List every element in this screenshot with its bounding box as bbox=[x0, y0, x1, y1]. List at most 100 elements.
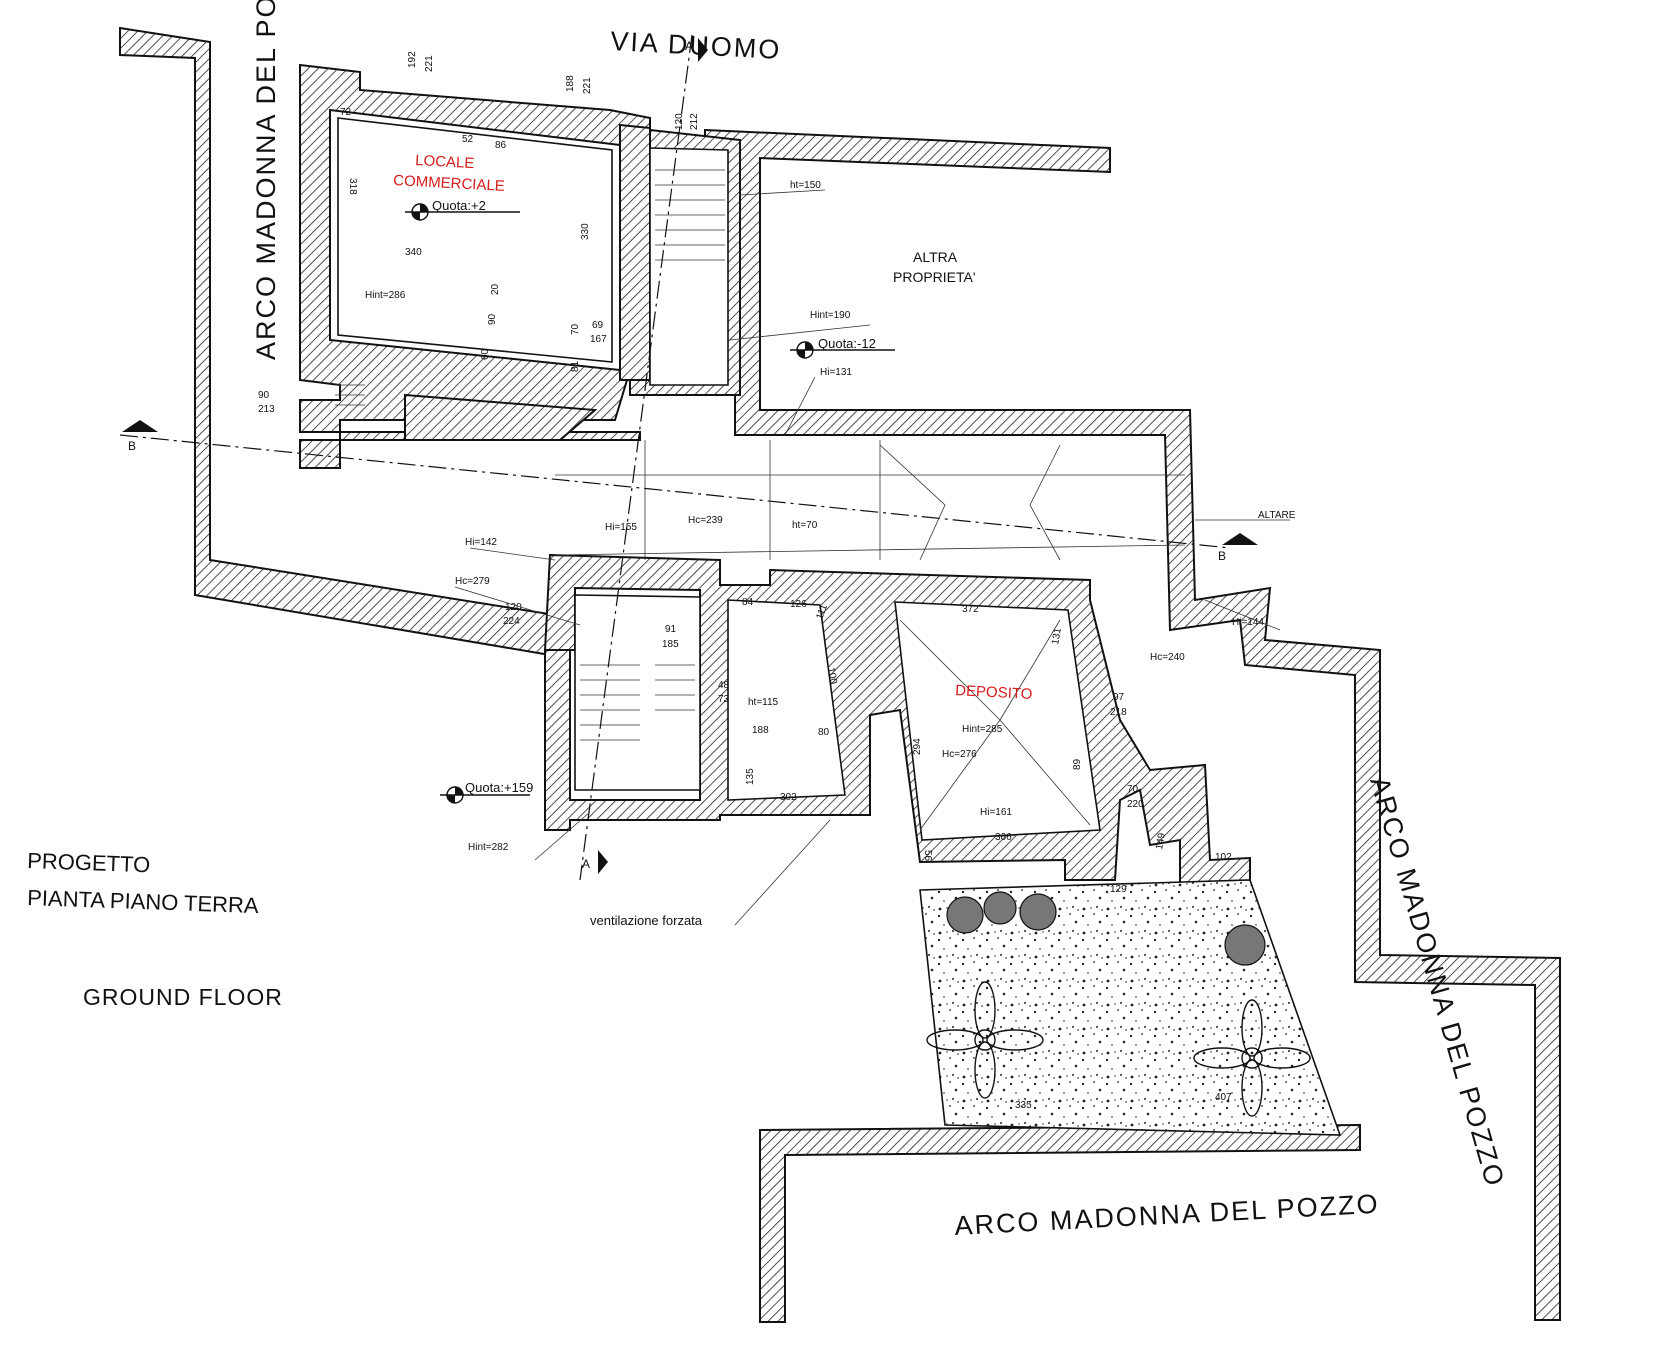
room-label-locale-1: LOCALE bbox=[415, 152, 475, 172]
dim-52: 52 bbox=[462, 134, 474, 145]
height-hint190: Hint=190 bbox=[810, 310, 851, 321]
level-marker-mid bbox=[790, 341, 895, 359]
quota-bottom: Quota:+159 bbox=[465, 780, 533, 795]
label-altra-2: PROPRIETA' bbox=[893, 269, 976, 285]
note-ventilazione: ventilazione forzata bbox=[590, 913, 703, 928]
entry-ramp-wall bbox=[404, 393, 598, 441]
dim-20: 20 bbox=[490, 283, 501, 295]
street-via-duomo: VIA DUOMO bbox=[610, 26, 782, 65]
section-arrow-b-left bbox=[122, 420, 158, 432]
dim-90-213-a: 90 bbox=[258, 390, 270, 401]
dim-48: 48 bbox=[718, 680, 730, 691]
dim-294: 294 bbox=[912, 738, 923, 755]
height-hi142: Hi=142 bbox=[465, 537, 497, 548]
height-hint286: Hint=286 bbox=[365, 290, 406, 301]
dim-80: 80 bbox=[818, 727, 830, 738]
height-hint282: Hint=282 bbox=[468, 842, 509, 853]
height-hi144: Hi=144 bbox=[1232, 617, 1264, 628]
dim-131: 131 bbox=[1050, 627, 1064, 646]
dim-72: 72 bbox=[340, 107, 352, 118]
room-label-deposito: DEPOSITO bbox=[955, 682, 1033, 703]
dim-89: 89 bbox=[1072, 758, 1083, 770]
stair-treads-south bbox=[335, 384, 695, 741]
garden-shrub-1 bbox=[946, 891, 1266, 966]
boundary-wall-bottom bbox=[759, 1123, 1361, 1323]
dim-167: 167 bbox=[590, 334, 607, 345]
label-altare: ALTARE bbox=[1258, 510, 1296, 521]
dim-224: 224 bbox=[503, 616, 520, 627]
dim-86: 86 bbox=[495, 140, 507, 151]
section-b-right: B bbox=[1218, 549, 1226, 563]
dim-330: 330 bbox=[580, 223, 591, 240]
height-ht115: ht=115 bbox=[748, 697, 779, 708]
dim-188-top: 188 bbox=[565, 75, 576, 92]
height-hi161: Hi=161 bbox=[980, 807, 1012, 818]
dim-129: 129 bbox=[1110, 884, 1127, 895]
room-stair-south bbox=[574, 594, 701, 791]
dim-135: 135 bbox=[745, 768, 756, 785]
title-progetto: PROGETTO bbox=[27, 848, 151, 877]
dim-372: 372 bbox=[962, 604, 979, 615]
dim-60: 60 bbox=[480, 348, 491, 360]
dim-212: 212 bbox=[689, 113, 700, 130]
height-ht150: ht=150 bbox=[790, 180, 821, 191]
height-hi155: Hi=155 bbox=[605, 522, 637, 533]
dim-185: 185 bbox=[662, 639, 679, 650]
room-small-south bbox=[727, 599, 846, 801]
title-pianta: PIANTA PIANO TERRA bbox=[27, 885, 260, 918]
dim-120: 120 bbox=[505, 602, 522, 613]
title-ground-floor: GROUND FLOOR bbox=[83, 984, 283, 1010]
dim-102: 102 bbox=[1215, 852, 1232, 863]
section-arrow-b-right bbox=[1222, 533, 1258, 545]
dim-120-top: 120 bbox=[674, 113, 685, 130]
dim-69: 69 bbox=[592, 320, 604, 331]
dim-111: 111 bbox=[814, 603, 830, 621]
section-arrow-a-top bbox=[698, 38, 708, 62]
dim-81: 81 bbox=[570, 360, 581, 372]
dim-149: 149 bbox=[1154, 832, 1168, 851]
dim-318: 318 bbox=[347, 178, 358, 195]
leader-lines bbox=[454, 189, 1290, 926]
height-hi131: Hi=131 bbox=[820, 367, 852, 378]
dim-340: 340 bbox=[405, 247, 422, 258]
garden-plant-1 bbox=[926, 981, 1044, 1099]
quota-mid: Quota:-12 bbox=[818, 336, 876, 351]
dim-220: 220 bbox=[1127, 799, 1144, 810]
section-a-bottom: A bbox=[582, 857, 590, 871]
height-hc240: Hc=240 bbox=[1150, 652, 1185, 663]
dim-218: 218 bbox=[1110, 707, 1127, 718]
street-arco-bottom: ARCO MADONNA DEL POZZO bbox=[954, 1189, 1381, 1241]
level-marker-top bbox=[405, 203, 520, 221]
dim-366: 366 bbox=[995, 832, 1012, 843]
dim-192: 192 bbox=[407, 51, 418, 68]
dim-90-213-b: 213 bbox=[258, 404, 275, 415]
room-locale-commerciale bbox=[337, 117, 613, 363]
dim-221-top: 221 bbox=[582, 77, 593, 94]
section-axis-b bbox=[119, 434, 1231, 549]
vault-lines bbox=[554, 440, 1186, 831]
boundary-wall-top bbox=[704, 128, 1561, 1321]
quota-top: Quota:+2 bbox=[432, 198, 486, 213]
height-ht70: ht=70 bbox=[792, 520, 818, 531]
label-altra-1: ALTRA bbox=[913, 249, 958, 265]
height-hint285: Hint=285 bbox=[962, 724, 1003, 735]
dim-90: 90 bbox=[487, 313, 498, 325]
section-axis-a bbox=[579, 34, 693, 881]
dim-302: 302 bbox=[780, 792, 797, 803]
room-label-locale-2: COMMERCIALE bbox=[393, 172, 505, 195]
dim-97: 97 bbox=[1113, 692, 1125, 703]
dim-70: 70 bbox=[570, 323, 581, 335]
room-stair-north bbox=[649, 147, 729, 386]
dim-126: 126 bbox=[790, 599, 807, 610]
room-deposito bbox=[894, 601, 1101, 841]
dim-84: 84 bbox=[742, 597, 754, 608]
dim-188: 188 bbox=[752, 725, 769, 736]
stair-treads-north bbox=[655, 169, 725, 261]
garden-plant-2 bbox=[1193, 999, 1311, 1117]
height-hc276: Hc=276 bbox=[942, 749, 977, 760]
dim-221: 221 bbox=[424, 55, 435, 72]
section-arrow-a-bottom bbox=[598, 850, 608, 874]
height-hc239: Hc=239 bbox=[688, 515, 723, 526]
dim-100: 100 bbox=[825, 667, 839, 686]
